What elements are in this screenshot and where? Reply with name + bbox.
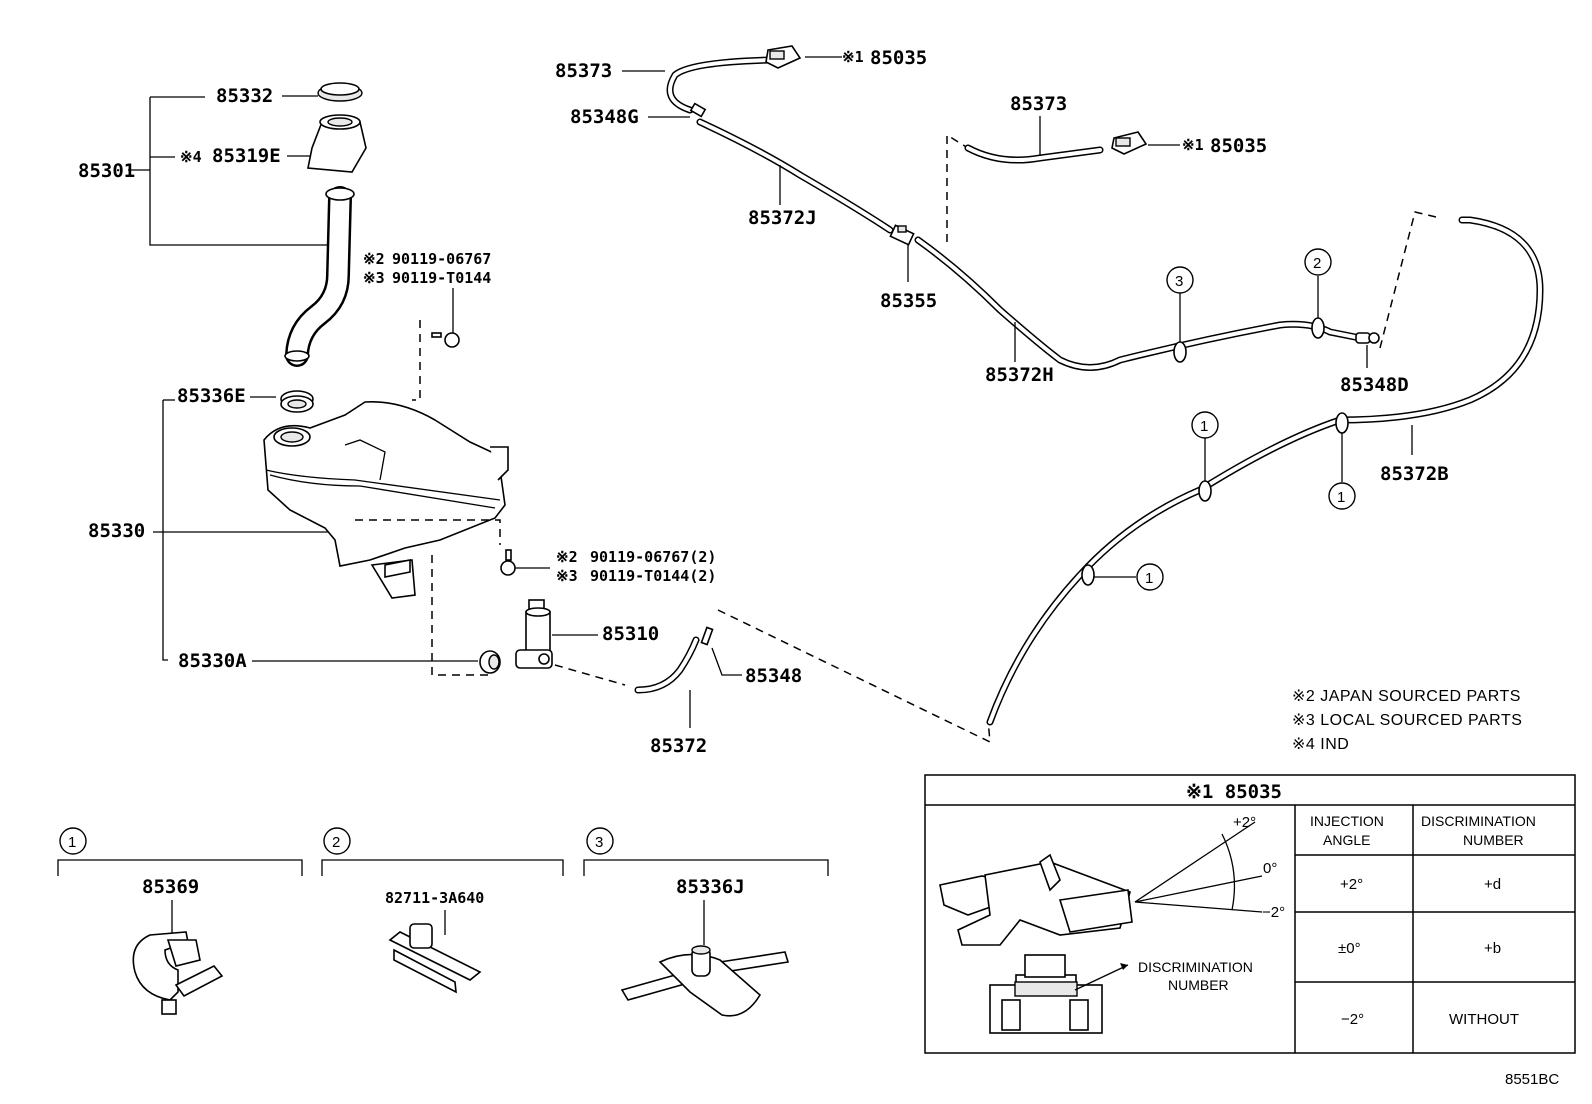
ring-85336E <box>280 390 314 413</box>
clip-marker-1-a: 1 <box>1191 411 1219 502</box>
row-2-angle: ±0° <box>1338 940 1361 957</box>
clip-box-2-callout: 2 <box>332 834 340 851</box>
joint-85348 <box>700 626 714 646</box>
label-85330: 85330 <box>88 520 145 542</box>
label-85035-b: 85035 <box>1210 135 1267 157</box>
label-bolt-top-1: 90119-06767 <box>392 250 491 268</box>
bracket-85301 <box>128 96 335 246</box>
hose-85373-a <box>666 56 774 114</box>
clip-box-3-part: 85336J <box>676 876 745 898</box>
discrimination-sketch <box>989 954 1103 1034</box>
label-85372H: 85372H <box>985 364 1054 386</box>
mark-bolt-bot-2: ※3 <box>556 567 578 585</box>
row-2-number: +b <box>1484 940 1501 957</box>
clip-marker-1-b: 1 <box>1328 412 1356 510</box>
row-3-number: WITHOUT <box>1449 1011 1519 1028</box>
pump-85310 <box>515 599 553 669</box>
clip-82711-3A640 <box>388 923 482 994</box>
hose-85372H <box>914 236 1364 371</box>
clip-marker-3: 3 <box>1166 266 1194 363</box>
callout-1-b: 1 <box>1337 489 1345 506</box>
mark-85035-b: ※1 <box>1182 136 1204 154</box>
header-discrimination-2: NUMBER <box>1463 832 1524 848</box>
label-85372: 85372 <box>650 735 707 757</box>
header-injection-2: ANGLE <box>1323 832 1370 848</box>
mark-85319E: ※4 <box>180 148 202 166</box>
hose-85372 <box>634 636 700 694</box>
label-85372B: 85372B <box>1380 463 1449 485</box>
label-85330A: 85330A <box>178 650 247 672</box>
label-85348: 85348 <box>745 665 802 687</box>
label-85310: 85310 <box>602 623 659 645</box>
hose-85372J <box>696 118 894 234</box>
label-bolt-bot-1: 90119-06767(2) <box>590 548 716 566</box>
label-85372J: 85372J <box>748 207 817 229</box>
label-85355: 85355 <box>880 290 937 312</box>
label-85348G: 85348G <box>570 106 639 128</box>
label-85332: 85332 <box>216 85 273 107</box>
header-injection-1: INJECTION <box>1310 813 1384 829</box>
mark-bolt-top-1: ※2 <box>363 250 385 268</box>
bolt-top <box>431 332 460 348</box>
nozzle-85035-b <box>1111 131 1148 155</box>
diagram-id: 8551BC <box>1505 1071 1559 1088</box>
label-85373-b: 85373 <box>1010 93 1067 115</box>
label-85336E: 85336E <box>177 385 246 407</box>
clip-box-3: 3 85336J <box>583 827 829 1017</box>
filler-pipe <box>284 186 355 367</box>
callout-1-a: 1 <box>1200 418 1208 435</box>
note-japan: ※2 JAPAN SOURCED PARTS <box>1292 688 1521 705</box>
callout-2: 2 <box>1313 255 1321 272</box>
nozzle-sketch <box>939 821 1263 946</box>
bolt-bottom <box>500 549 516 576</box>
joint-85348D <box>1355 332 1380 344</box>
grommet-85330A <box>479 650 501 674</box>
label-85373-a: 85373 <box>555 60 612 82</box>
header-discrimination-1: DISCRIMINATION <box>1421 813 1536 829</box>
angle-zero: 0° <box>1263 860 1277 877</box>
discrimination-label-2: NUMBER <box>1168 977 1229 993</box>
label-bolt-bot-2: 90119-T0144(2) <box>590 567 716 585</box>
clip-box-2: 2 82711-3A640 <box>321 827 564 994</box>
nozzle-85035-a <box>765 45 802 69</box>
clip-box-2-part: 82711-3A640 <box>385 889 484 907</box>
mark-85035-a: ※1 <box>842 48 864 66</box>
note-ind: ※4 IND <box>1292 736 1349 753</box>
label-85301: 85301 <box>78 160 135 182</box>
clip-box-1: 1 85369 <box>57 827 303 1015</box>
hose-85373-b <box>964 144 1104 164</box>
angle-minus2: −2° <box>1262 904 1285 921</box>
cap-85332 <box>317 82 363 102</box>
filler-85319E <box>307 114 367 173</box>
clip-box-3-callout: 3 <box>595 834 603 851</box>
row-3-angle: −2° <box>1341 1011 1364 1028</box>
nozzle-table: ※1 85035 INJECTION ANGLE DISCRIMINATION … <box>924 774 1576 1054</box>
label-85348D: 85348D <box>1340 374 1409 396</box>
label-85035-a: 85035 <box>870 47 927 69</box>
mark-bolt-bot-1: ※2 <box>556 548 578 566</box>
clip-85336J <box>620 945 790 1017</box>
clip-85369 <box>132 931 224 1015</box>
nozzle-table-title: ※1 85035 <box>1186 781 1282 803</box>
connector-85355 <box>889 224 915 246</box>
mark-bolt-top-2: ※3 <box>363 269 385 287</box>
label-bolt-top-2: 90119-T0144 <box>392 269 491 287</box>
hose-85372B <box>986 216 1544 726</box>
clip-marker-2: 2 <box>1304 248 1332 339</box>
callout-1-c: 1 <box>1145 570 1153 587</box>
clip-box-1-part: 85369 <box>142 876 199 898</box>
label-85319E: 85319E <box>212 145 281 167</box>
row-1-number: +d <box>1484 876 1501 893</box>
row-1-angle: +2° <box>1340 876 1363 893</box>
angle-plus2: +2° <box>1233 814 1256 831</box>
discrimination-label-1: DISCRIMINATION <box>1138 959 1253 975</box>
tank-85330 <box>263 401 509 599</box>
joint-85348G <box>689 102 707 118</box>
callout-3: 3 <box>1175 273 1183 290</box>
note-local: ※3 LOCAL SOURCED PARTS <box>1292 712 1522 729</box>
clip-box-1-callout: 1 <box>68 834 76 851</box>
clip-marker-1-c: 1 <box>1081 563 1164 591</box>
